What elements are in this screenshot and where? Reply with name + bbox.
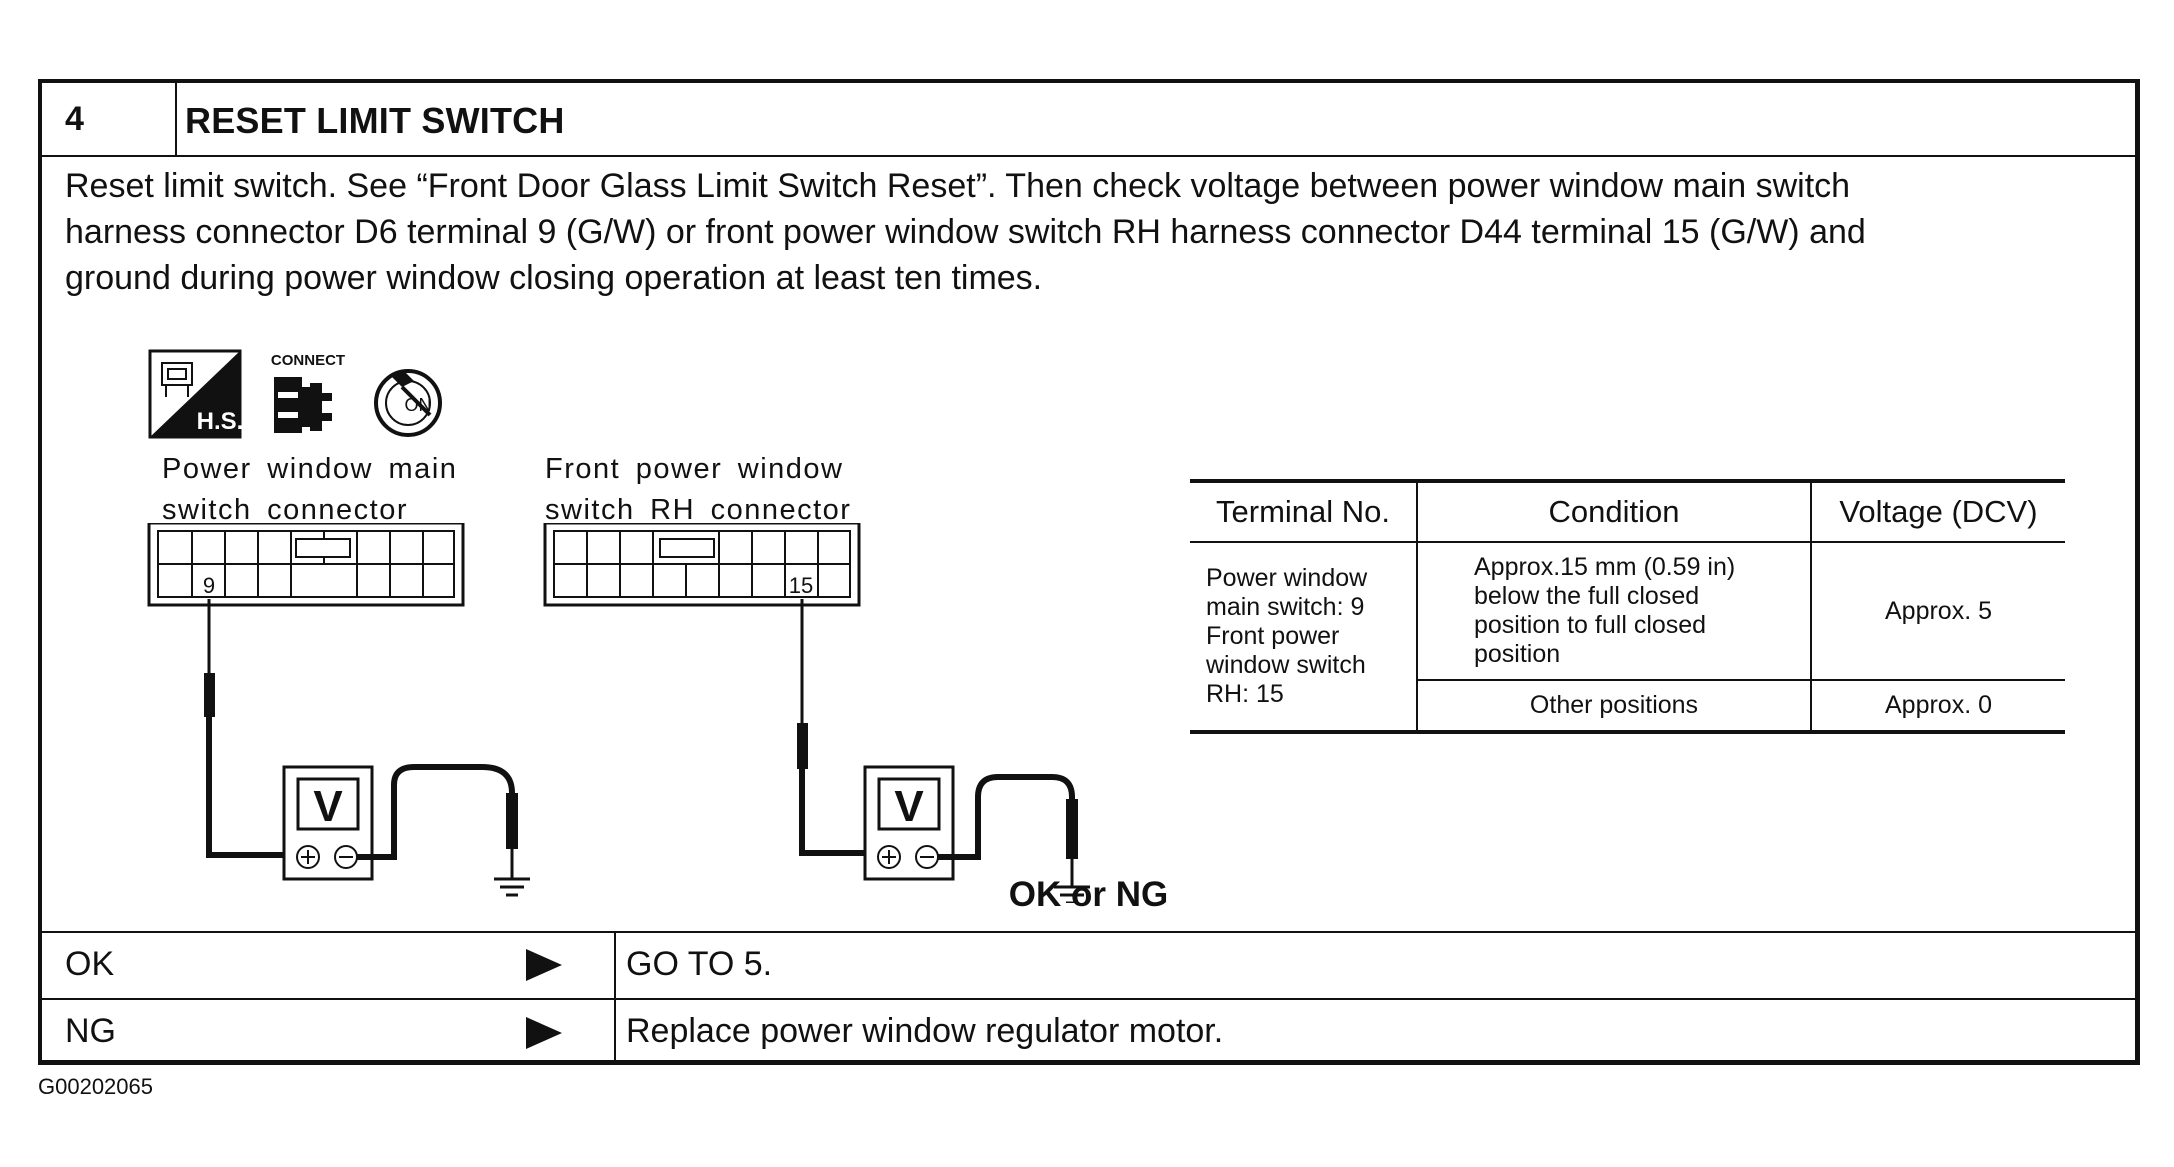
harness-side-icon: H.S. xyxy=(148,349,244,439)
main-switch-label-line: switch connector xyxy=(162,494,408,526)
terminal-line: RH: 15 xyxy=(1206,680,1284,708)
condition-line: Approx.15 mm (0.59 in) xyxy=(1474,553,1736,581)
instruction-line: harness connector D6 terminal 9 (G/W) or… xyxy=(65,213,1866,251)
instruction-line: Reset limit switch. See “Front Door Glas… xyxy=(65,167,1851,205)
voltage-cell: Approx. 5 xyxy=(1810,542,2065,680)
ok-arrow-icon xyxy=(526,949,562,981)
header-condition: Condition xyxy=(1416,481,1811,543)
condition-cell: Approx.15 mm (0.59 in) below the full cl… xyxy=(1416,542,1811,680)
rh-switch-terminal-label: 15 xyxy=(789,573,813,598)
terminal-line: window switch xyxy=(1206,651,1366,679)
ok-action: GO TO 5. xyxy=(626,945,773,983)
spec-table: Terminal No. Condition Voltage (DCV) Pow… xyxy=(1190,479,2065,734)
ng-action: Replace power window regulator motor. xyxy=(626,1012,1224,1050)
table-row: Power window main switch: 9 Front power … xyxy=(1190,542,2065,708)
procedure-icons: H.S. CONNECT ON xyxy=(148,349,442,439)
result-divider xyxy=(614,931,616,1065)
step-number: 4 xyxy=(65,100,84,138)
rh-switch-voltmeter: V xyxy=(797,599,1090,903)
rh-switch-connector-label: Front power window switch RH connector xyxy=(545,449,851,531)
figure-code: G00202065 xyxy=(38,1074,153,1099)
condition-line: position to full closed xyxy=(1474,611,1707,639)
header-terminal-no: Terminal No. xyxy=(1190,481,1417,543)
ignition-on-icon: ON xyxy=(374,369,442,437)
terminal-cell: Power window main switch: 9 Front power … xyxy=(1190,542,1417,732)
connect-icon: CONNECT xyxy=(271,352,345,433)
harness-side-label: H.S. xyxy=(197,408,244,435)
rh-switch-connector: 15 xyxy=(543,523,861,607)
ng-label: NG xyxy=(65,1012,116,1050)
spec-table-header-row: Terminal No. Condition Voltage (DCV) xyxy=(1190,481,2065,543)
wiring-diagram: 9 V xyxy=(147,523,1090,903)
ok-label: OK xyxy=(65,945,115,983)
instruction-line: ground during power window closing opera… xyxy=(65,259,1043,297)
main-switch-connector-label: Power window main switch connector xyxy=(162,449,457,531)
table-row: Other positions Approx. 0 xyxy=(1190,679,2065,732)
header-divider xyxy=(175,83,177,155)
step-frame: 4 RESET LIMIT SWITCH Reset limit switch.… xyxy=(38,79,2140,1065)
terminal-line: main switch: 9 xyxy=(1206,593,1365,621)
main-switch-terminal-label: 9 xyxy=(203,573,215,598)
header-voltage: Voltage (DCV) xyxy=(1810,481,2065,543)
connect-label: CONNECT xyxy=(271,352,345,369)
instruction-text: Reset limit switch. See “Front Door Glas… xyxy=(65,163,2125,301)
rh-switch-label-line: switch RH connector xyxy=(545,494,852,526)
rh-meter-label: V xyxy=(894,782,924,831)
terminal-line: Front power xyxy=(1206,622,1340,650)
step-title: RESET LIMIT SWITCH xyxy=(185,100,565,141)
terminal-line: Power window xyxy=(1206,564,1368,592)
main-switch-connector: 9 xyxy=(147,523,465,607)
result-rule xyxy=(42,931,2135,933)
condition-line: below the full closed xyxy=(1474,582,1700,610)
ignition-on-label: ON xyxy=(405,395,432,415)
voltage-cell: Approx. 0 xyxy=(1810,679,2065,732)
main-switch-label-line: Power window main xyxy=(162,453,458,485)
condition-cell: Other positions xyxy=(1416,679,1811,732)
main-switch-voltmeter: V xyxy=(204,599,530,897)
ng-arrow-icon xyxy=(526,1017,562,1049)
condition-line: position xyxy=(1474,640,1561,668)
main-meter-label: V xyxy=(313,782,343,831)
result-rule xyxy=(42,998,2135,1000)
header-rule xyxy=(42,155,2135,157)
rh-switch-label-line: Front power window xyxy=(545,453,844,485)
ok-ng-question: OK or NG xyxy=(1008,875,1169,914)
